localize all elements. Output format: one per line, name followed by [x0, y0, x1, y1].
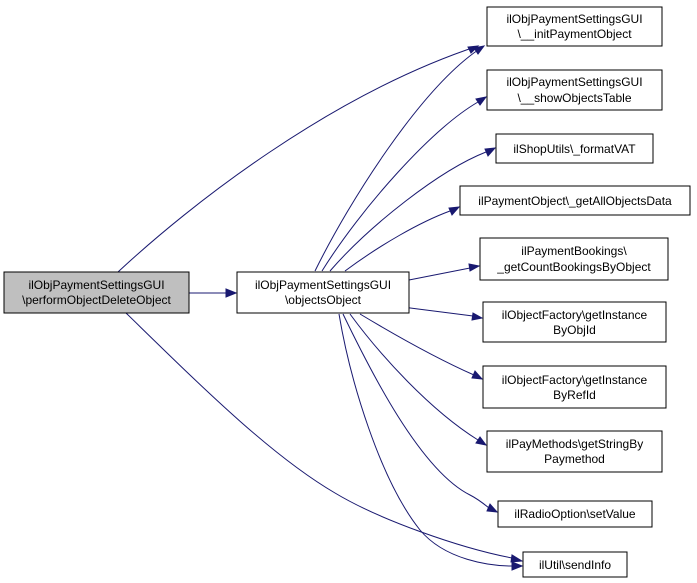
edge-objects-to-countBook [408, 267, 471, 281]
node-objects-line-1: ilObjPaymentSettingsGUI [255, 278, 391, 292]
arrowhead-objects-to-payMethods [475, 436, 488, 446]
node-send-info-line-1: ilUtil\sendInfo [539, 558, 611, 572]
node-count-book-line-1: ilPaymentBookings\ [521, 244, 627, 258]
arrowhead-root-to-sendInfo [510, 554, 524, 563]
node-root-line-1: ilObjPaymentSettingsGUI [28, 278, 164, 292]
arrowhead-objects-to-initPayment [473, 45, 486, 55]
edge-objects-to-payMethods [349, 313, 479, 441]
edge-objects-to-allData [344, 210, 451, 272]
node-send-info[interactable]: ilUtil\sendInfo [522, 551, 628, 578]
arrowhead-objects-to-formatVAT [484, 147, 497, 157]
edge-objects-to-instRef [359, 313, 475, 376]
node-inst-obj-line-1: ilObjectFactory\getInstance [502, 308, 648, 322]
arrowhead-objects-to-countBook [468, 263, 481, 272]
node-inst-ref-line-2: ByRefId [553, 388, 596, 402]
node-format-vat-line-1: ilShopUtils\_formatVAT [513, 142, 636, 156]
node-init-payment-object[interactable]: ilObjPaymentSettingsGUI \__initPaymentOb… [486, 6, 663, 47]
node-init-payment-line-2: \__initPaymentObject [517, 27, 632, 41]
edge-objects-to-radio [342, 313, 490, 509]
edge-root-to-sendInfo [125, 312, 513, 559]
arrowhead-objects-to-instObj [471, 312, 484, 321]
node-objects-object[interactable]: ilObjPaymentSettingsGUI \objectsObject [236, 271, 410, 314]
arrowhead-root-to-objects [225, 288, 238, 298]
node-init-payment-line-1: ilObjPaymentSettingsGUI [506, 12, 642, 26]
edges [117, 45, 524, 571]
arrowhead-objects-to-allData [448, 206, 461, 216]
arrowhead-objects-to-radio [486, 503, 499, 513]
node-get-all-objects-data[interactable]: ilPaymentObject\_getAllObjectsData [459, 185, 691, 216]
node-format-vat[interactable]: ilShopUtils\_formatVAT [495, 133, 654, 164]
node-show-objects-table[interactable]: ilObjPaymentSettingsGUI \__showObjectsTa… [486, 69, 663, 111]
node-objects-line-2: \objectsObject [285, 293, 362, 307]
node-get-instance-by-ref-id[interactable]: ilObjectFactory\getInstance ByRefId [482, 365, 667, 409]
edge-objects-to-formatVAT [329, 151, 487, 272]
node-get-string-by-paymethod[interactable]: ilPayMethods\getStringBy Paymethod [486, 430, 663, 473]
node-pay-methods-line-2: Paymethod [544, 452, 605, 466]
node-radio-line-1: ilRadioOption\setValue [514, 507, 636, 521]
arrowhead-objects-to-showTable [475, 96, 488, 106]
edge-objects-to-initPayment [314, 49, 479, 272]
node-root-line-2: \performObjectDeleteObject [22, 293, 171, 307]
node-count-bookings[interactable]: ilPaymentBookings\ _getCountBookingsByOb… [479, 237, 669, 281]
edge-objects-to-showTable [321, 101, 479, 272]
node-inst-obj-line-2: ByObjId [553, 323, 596, 337]
node-show-table-line-1: ilObjPaymentSettingsGUI [506, 75, 642, 89]
arrowhead-objects-to-sendInfo [511, 561, 524, 571]
arrowhead-objects-to-instRef [471, 370, 484, 380]
node-radio-set-value[interactable]: ilRadioOption\setValue [497, 500, 653, 528]
edge-objects-to-sendInfo [338, 313, 513, 567]
nodes: ilObjPaymentSettingsGUI \performObjectDe… [3, 6, 691, 578]
node-pay-methods-line-1: ilPayMethods\getStringBy [506, 437, 643, 451]
node-root[interactable]: ilObjPaymentSettingsGUI \performObjectDe… [3, 271, 190, 314]
node-show-table-line-2: \__showObjectsTable [517, 91, 631, 105]
edge-root-to-initPayment [117, 45, 479, 273]
node-get-instance-by-obj-id[interactable]: ilObjectFactory\getInstance ByObjId [482, 301, 667, 343]
node-count-book-line-2: _getCountBookingsByObject [496, 260, 651, 274]
node-inst-ref-line-1: ilObjectFactory\getInstance [502, 373, 648, 387]
node-all-data-line-1: ilPaymentObject\_getAllObjectsData [478, 194, 672, 208]
